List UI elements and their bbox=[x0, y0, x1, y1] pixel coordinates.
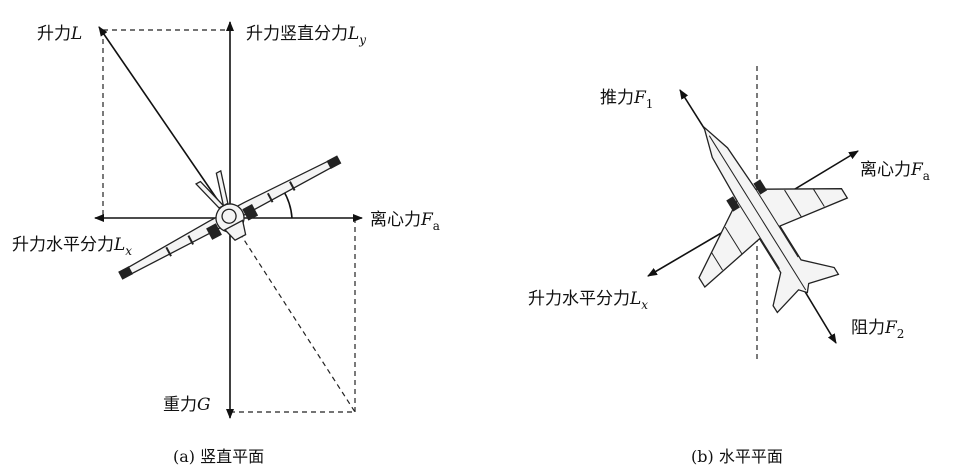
caption-b: (b) 水平平面 bbox=[691, 447, 783, 466]
lift-horizontal-label-b: 升力水平分力Lx bbox=[528, 289, 648, 312]
lift-arrow bbox=[98, 26, 231, 219]
gravity-label: 重力G bbox=[163, 395, 211, 415]
drag-label: 阻力F2 bbox=[851, 318, 904, 341]
lift-vertical-label: 升力竖直分力Ly bbox=[246, 24, 366, 47]
aircraft-front-icon bbox=[118, 155, 342, 280]
centrifugal-label-a: 离心力Fa bbox=[370, 210, 440, 233]
bank-angle-arc bbox=[282, 189, 293, 219]
dash-diagonal bbox=[229, 217, 356, 413]
lift-label: 升力L bbox=[37, 24, 82, 44]
thrust-label: 推力F1 bbox=[600, 88, 653, 111]
panel-b: 推力F1 离心力Fa 升力水平分力Lx 阻力F2 (b) 水平平面 bbox=[528, 66, 930, 466]
panel-a: 升力L 升力竖直分力Ly 升力水平分力Lx 离心力Fa 重力G (a) 竖直平面 bbox=[12, 21, 440, 466]
centrifugal-label-b: 离心力Fa bbox=[860, 160, 930, 183]
caption-a: (a) 竖直平面 bbox=[173, 447, 264, 466]
lift-horizontal-label: 升力水平分力Lx bbox=[12, 235, 132, 258]
aircraft-top-icon bbox=[698, 125, 849, 314]
